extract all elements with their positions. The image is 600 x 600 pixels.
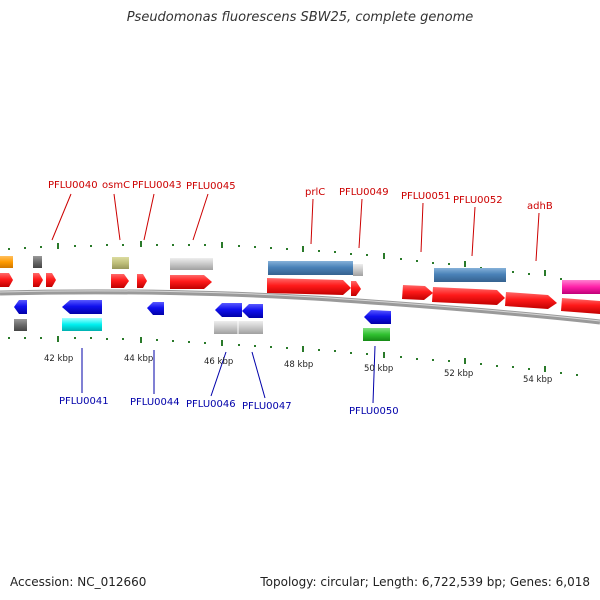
gene-label-pflu0043[interactable]: PFLU0043	[132, 180, 182, 191]
kbp-label: 54 kbp	[523, 375, 552, 385]
genome-backbone	[0, 289, 600, 325]
gene-label-pflu0040[interactable]: PFLU0040	[48, 180, 98, 191]
bottom-gene-labels: PFLU0041 PFLU0044 PFLU0046 PFLU0047 PFLU…	[59, 396, 399, 417]
gene-arrow-fwd	[561, 298, 600, 314]
gene-label-pflu0047[interactable]: PFLU0047	[242, 401, 292, 412]
gene-label-pflu0045[interactable]: PFLU0045	[186, 181, 236, 192]
gene-arrow-fwd	[0, 273, 13, 287]
gene-label-pflu0044[interactable]: PFLU0044	[130, 397, 180, 408]
gene-arrow-pflu0045	[170, 275, 212, 289]
gene-arrow-pflu0043	[137, 274, 147, 288]
feature-gray-block	[33, 256, 42, 268]
gene-label-pflu0050[interactable]: PFLU0050	[349, 406, 399, 417]
gene-arrow-rev	[14, 300, 27, 314]
gene-arrow-pflu0041	[62, 300, 102, 314]
genome-summary-text: Topology: circular; Length: 6,722,539 bp…	[260, 575, 590, 589]
gene-label-pflu0051[interactable]: PFLU0051	[401, 191, 451, 202]
feature-gray-block	[14, 319, 27, 331]
feature-green-block	[363, 328, 390, 341]
map-title: Pseudomonas fluorescens SBW25, complete …	[126, 10, 474, 25]
gene-label-pflu0041[interactable]: PFLU0041	[59, 396, 109, 407]
gene-arrow-osmC	[111, 274, 129, 288]
gene-arrow-fwd	[46, 273, 56, 287]
gene-arrow-pflu0052	[432, 287, 505, 305]
kbp-label: 44 kbp	[124, 354, 153, 364]
gene-arrow-pflu0044	[147, 302, 164, 315]
kbp-label: 48 kbp	[284, 360, 313, 370]
reverse-genes	[14, 300, 391, 324]
accession-text: Accession: NC_012660	[10, 575, 147, 589]
top-gene-labels: PFLU0040 osmC PFLU0043 PFLU0045 prlC PFL…	[48, 180, 553, 212]
feature-cyan-block	[62, 318, 102, 331]
gene-arrow-prlC	[267, 278, 351, 295]
lower-tick-track	[8, 336, 578, 376]
kbp-label: 52 kbp	[444, 369, 473, 379]
gene-label-adhb[interactable]: adhB	[527, 201, 553, 212]
gene-arrow-pflu0050	[364, 310, 391, 324]
forward-genes	[0, 273, 600, 314]
leader-lines-bottom	[81, 345, 376, 404]
gene-arrow-pflu0047	[242, 304, 263, 318]
feature-light-gray-block	[170, 258, 213, 270]
kbp-label: 50 kbp	[364, 364, 393, 374]
feature-orange-block	[0, 256, 13, 268]
feature-steel-block-prlC	[268, 261, 353, 275]
feature-gray-small	[353, 264, 363, 276]
feature-olive-block	[112, 257, 129, 269]
feature-pink-block	[562, 280, 600, 294]
gene-arrow-adhB	[505, 292, 557, 309]
gene-label-prlc[interactable]: prlC	[305, 187, 325, 198]
gene-arrow-pflu0046	[215, 303, 242, 317]
gene-label-pflu0052[interactable]: PFLU0052	[453, 195, 503, 206]
leader-lines-top	[51, 193, 540, 262]
lower-feature-ring	[14, 318, 390, 341]
gene-arrow-fwd	[33, 273, 43, 287]
gene-arrow-pflu0051	[402, 285, 433, 300]
upper-feature-ring	[0, 256, 600, 294]
feature-steel-block-pflu0052	[434, 268, 506, 282]
gene-arrow-pflu0049	[351, 281, 361, 296]
gene-label-pflu0046[interactable]: PFLU0046	[186, 399, 236, 410]
gene-label-pflu0049[interactable]: PFLU0049	[339, 187, 389, 198]
scale-labels: 42 kbp 44 kbp 46 kbp 48 kbp 50 kbp 52 kb…	[44, 354, 552, 385]
kbp-label: 46 kbp	[204, 357, 233, 367]
gene-label-osmc[interactable]: osmC	[102, 180, 130, 191]
kbp-label: 42 kbp	[44, 354, 73, 364]
